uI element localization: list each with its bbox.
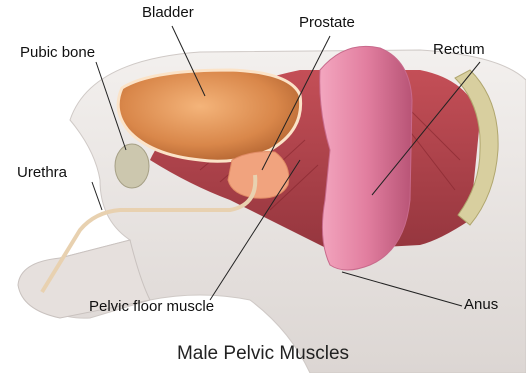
rectum-label: Rectum <box>433 41 485 58</box>
prostate-label: Prostate <box>299 14 355 31</box>
pubic-bone-label: Pubic bone <box>20 44 95 61</box>
pelvic-floor-muscle-label: Pelvic floor muscle <box>89 298 214 315</box>
urethra-label: Urethra <box>17 164 67 181</box>
figure-caption: Male Pelvic Muscles <box>0 343 526 365</box>
bladder-label: Bladder <box>142 4 194 21</box>
pubic-bone-shape <box>115 144 149 188</box>
anus-label: Anus <box>464 296 498 313</box>
rectum-shape <box>320 46 412 270</box>
